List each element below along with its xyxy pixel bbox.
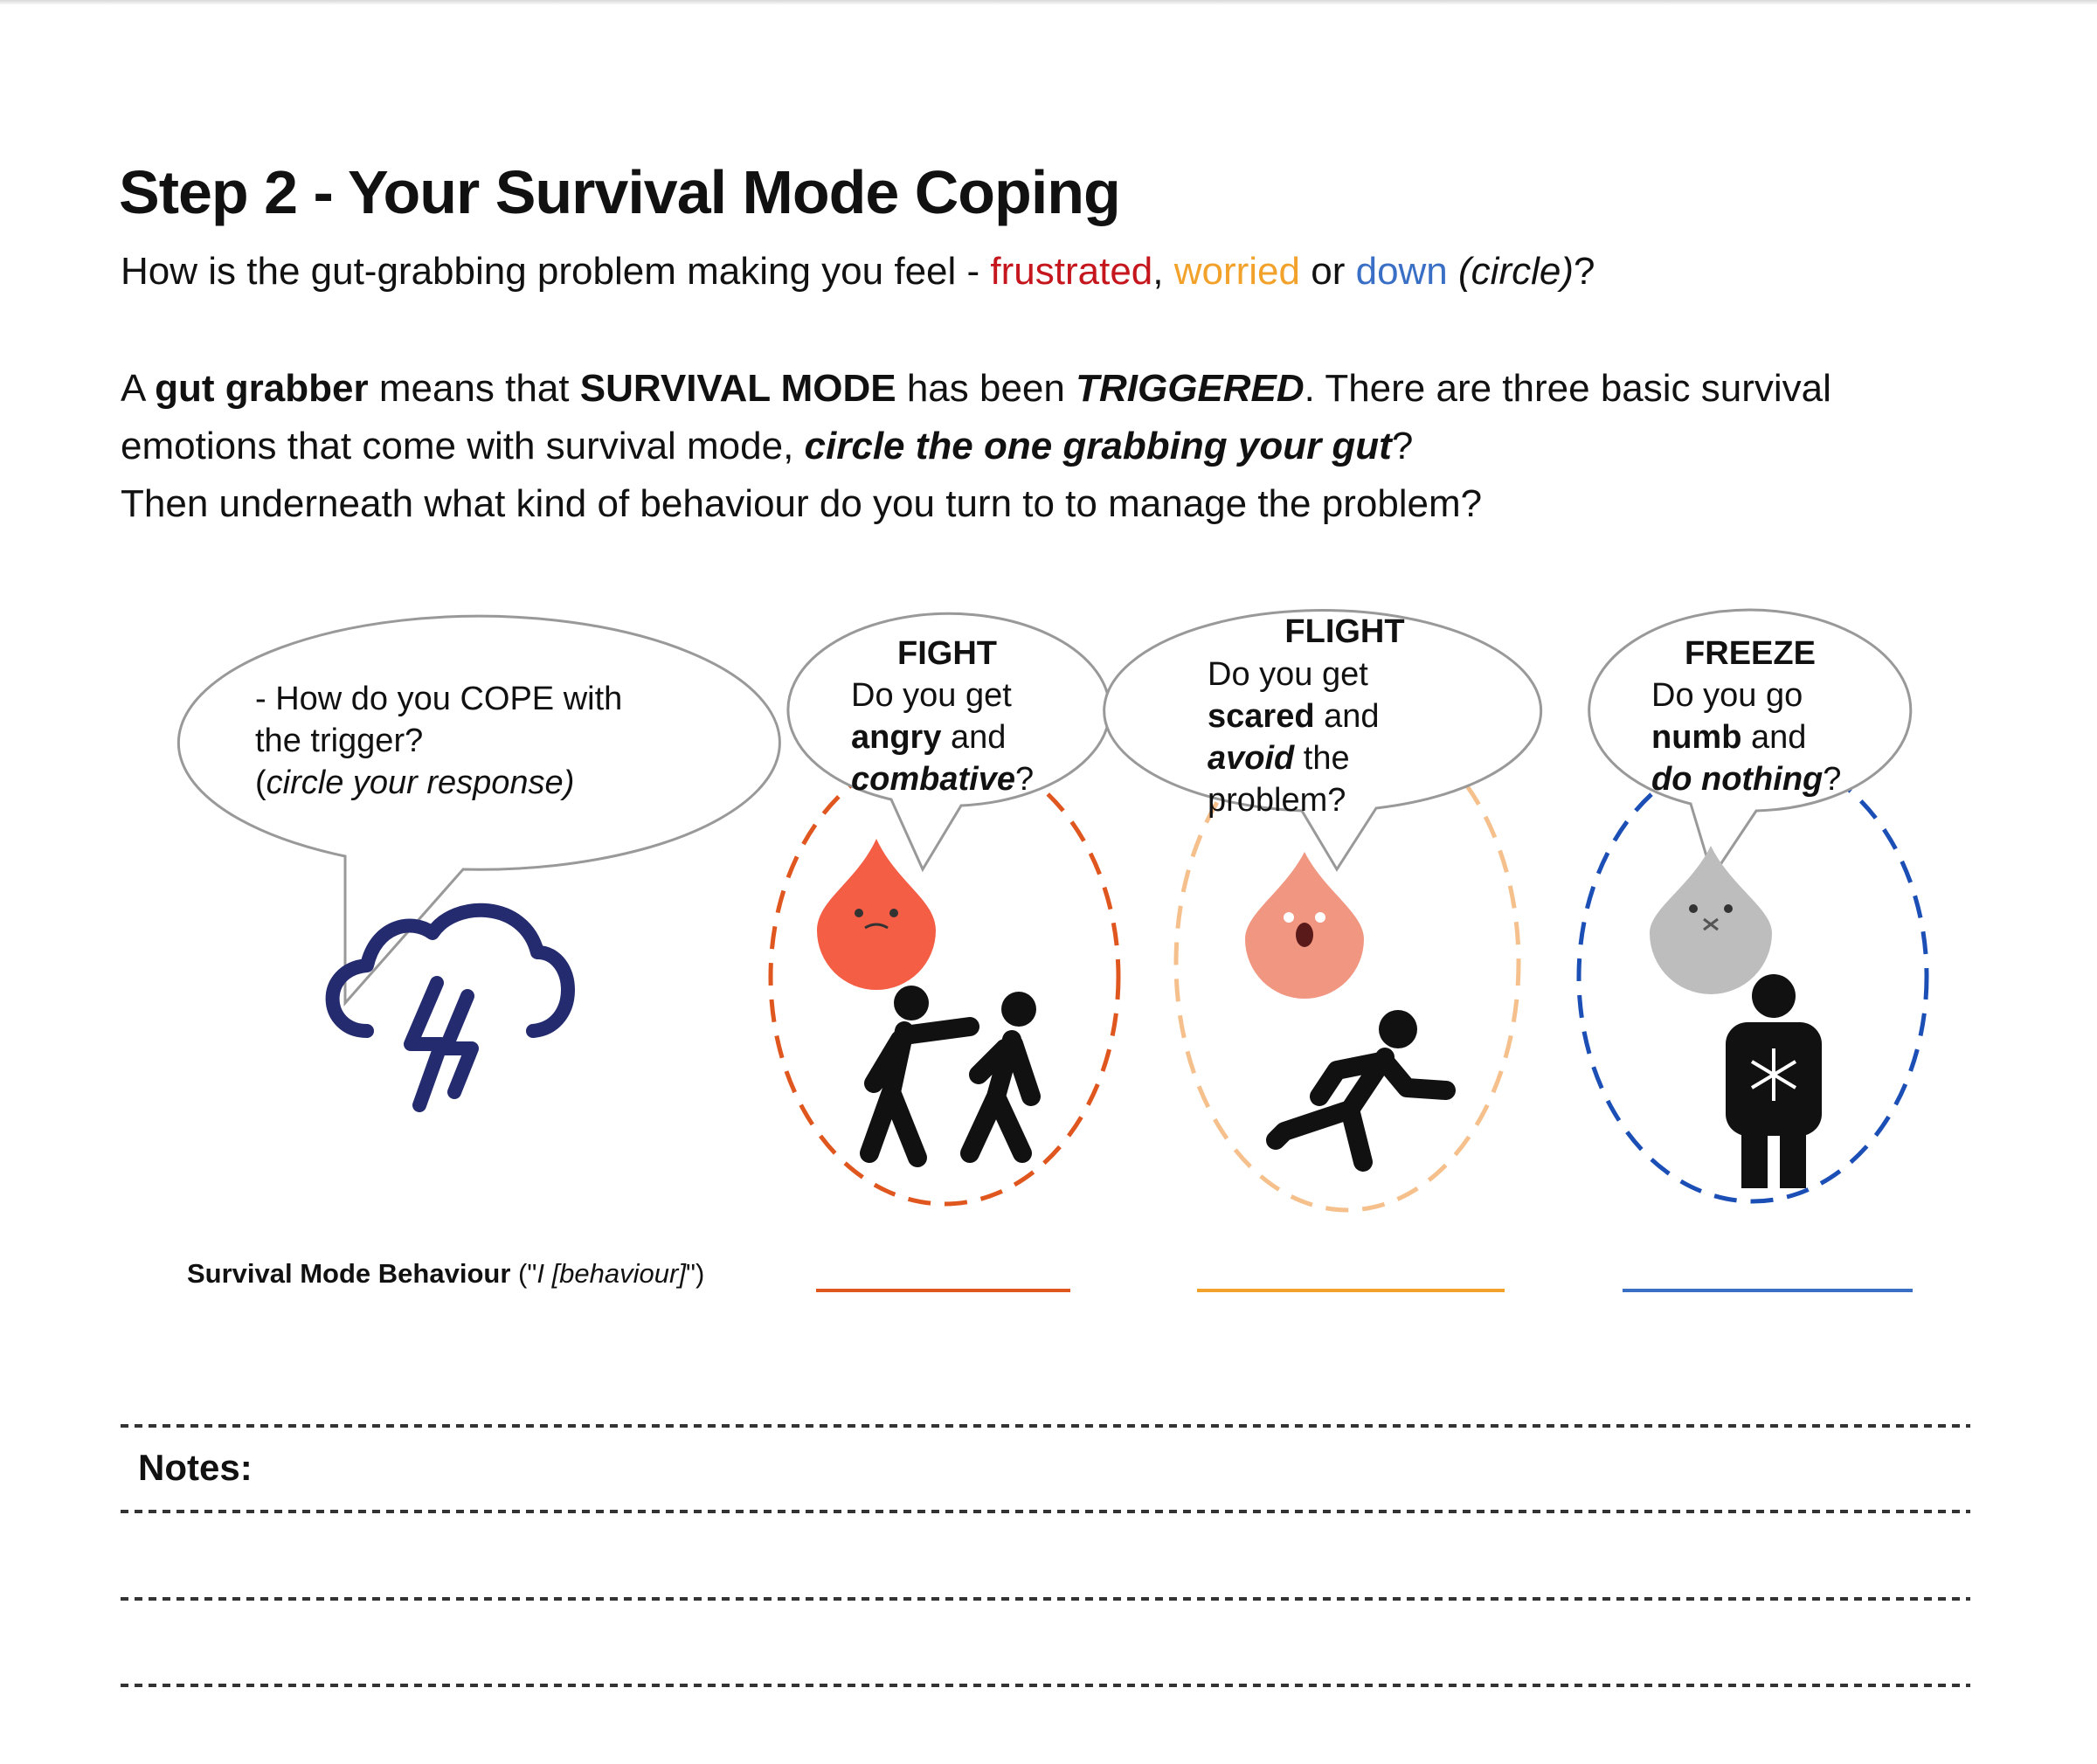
page-title: Step 2 - Your Survival Mode Coping <box>119 158 1121 226</box>
top-border <box>0 0 2097 5</box>
fight-circle[interactable] <box>768 747 1121 1207</box>
freeze-line-1: Do you go <box>1651 677 1803 714</box>
text: means that <box>368 367 580 410</box>
cope-line-1: - How do you COPE with <box>255 681 622 717</box>
question-suffix: ? <box>1574 250 1595 293</box>
text: and <box>1741 719 1806 756</box>
cope-speech-bubble: - How do you COPE with the trigger? (cir… <box>176 614 781 1007</box>
text-bold-italic: circle the one grabbing your gut <box>804 425 1392 467</box>
text: angry <box>851 719 941 756</box>
freeze-heading: FREEZE <box>1685 635 1816 672</box>
option-frustrated[interactable]: frustrated <box>990 250 1153 293</box>
text-bold: gut grabber <box>155 367 369 410</box>
text-bold: Survival Mode Behaviour <box>187 1258 511 1289</box>
text: do nothing <box>1651 761 1823 798</box>
angry-drop-icon <box>817 839 936 990</box>
text: ? <box>1823 761 1841 798</box>
scared-drop-icon <box>1245 852 1364 999</box>
feeling-question: How is the gut-grabbing problem making y… <box>121 250 1595 294</box>
text: scared <box>1208 698 1315 735</box>
option-worried[interactable]: worried <box>1173 250 1301 293</box>
text: (" <box>510 1258 537 1289</box>
intro-line-1: A gut grabber means that SURVIVAL MODE h… <box>121 367 1831 411</box>
option-down[interactable]: down <box>1355 250 1448 293</box>
separator: or <box>1300 250 1356 293</box>
flight-heading: FLIGHT <box>1284 613 1404 650</box>
fight-line-1: Do you get <box>851 677 1012 714</box>
question-prefix: How is the gut-grabbing problem making y… <box>121 250 991 293</box>
text: emotions that come with survival mode, <box>121 425 805 467</box>
flight-line-1: Do you get <box>1208 656 1368 693</box>
text: has been <box>896 367 1076 410</box>
text: A <box>121 367 156 410</box>
freeze-circle[interactable] <box>1576 750 1929 1204</box>
intro-line-3: Then underneath what kind of behaviour d… <box>121 482 1483 525</box>
notes-lines <box>121 1424 1970 1687</box>
text: and <box>1315 698 1380 735</box>
fighting-people-icon <box>860 986 1041 1167</box>
fight-speech-bubble: FIGHT Do you get angry and combative? <box>786 612 1111 873</box>
freeze-line-3: do nothing? <box>1651 761 1841 798</box>
fight-line-2: angry and <box>851 719 1006 756</box>
cope-line-2: the trigger? <box>255 723 423 759</box>
text: the <box>1294 740 1349 777</box>
flight-line-2: scared and <box>1208 698 1380 735</box>
text: ? <box>1015 761 1034 798</box>
notes-label: Notes: <box>138 1447 253 1488</box>
text-bold: SURVIVAL MODE <box>579 367 896 410</box>
frozen-person-icon <box>1726 974 1822 1188</box>
numb-drop-icon <box>1650 846 1772 994</box>
flight-line-4: problem? <box>1208 782 1346 819</box>
fight-heading: FIGHT <box>897 635 997 672</box>
text: circle your response) <box>266 764 575 801</box>
text-italic: I [behaviour] <box>536 1258 686 1289</box>
flight-line-3: avoid the <box>1208 740 1350 777</box>
cope-line-3: (circle your response) <box>255 764 574 801</box>
text: ( <box>255 764 266 801</box>
intro-line-2: emotions that come with survival mode, c… <box>121 425 1413 468</box>
behaviour-label: Survival Mode Behaviour ("I [behaviour]"… <box>187 1258 704 1290</box>
storm-cloud-icon <box>325 903 575 1112</box>
text-bold-italic: TRIGGERED <box>1076 367 1305 410</box>
text: ? <box>1391 425 1414 467</box>
fight-line-3: combative? <box>851 761 1034 798</box>
text: avoid <box>1208 740 1295 777</box>
flight-speech-bubble: FLIGHT Do you get scared and avoid the p… <box>1103 609 1543 872</box>
freeze-line-2: numb and <box>1651 719 1806 756</box>
freeze-speech-bubble: FREEZE Do you go numb and do nothing? <box>1588 608 1913 880</box>
text: . There are three basic survival <box>1304 367 1831 410</box>
text: and <box>941 719 1006 756</box>
circle-hint: (circle) <box>1458 250 1574 293</box>
separator: , <box>1152 250 1174 293</box>
text: ") <box>685 1258 705 1289</box>
text: combative <box>851 761 1015 798</box>
running-person-icon <box>1266 1010 1456 1172</box>
text: numb <box>1651 719 1741 756</box>
